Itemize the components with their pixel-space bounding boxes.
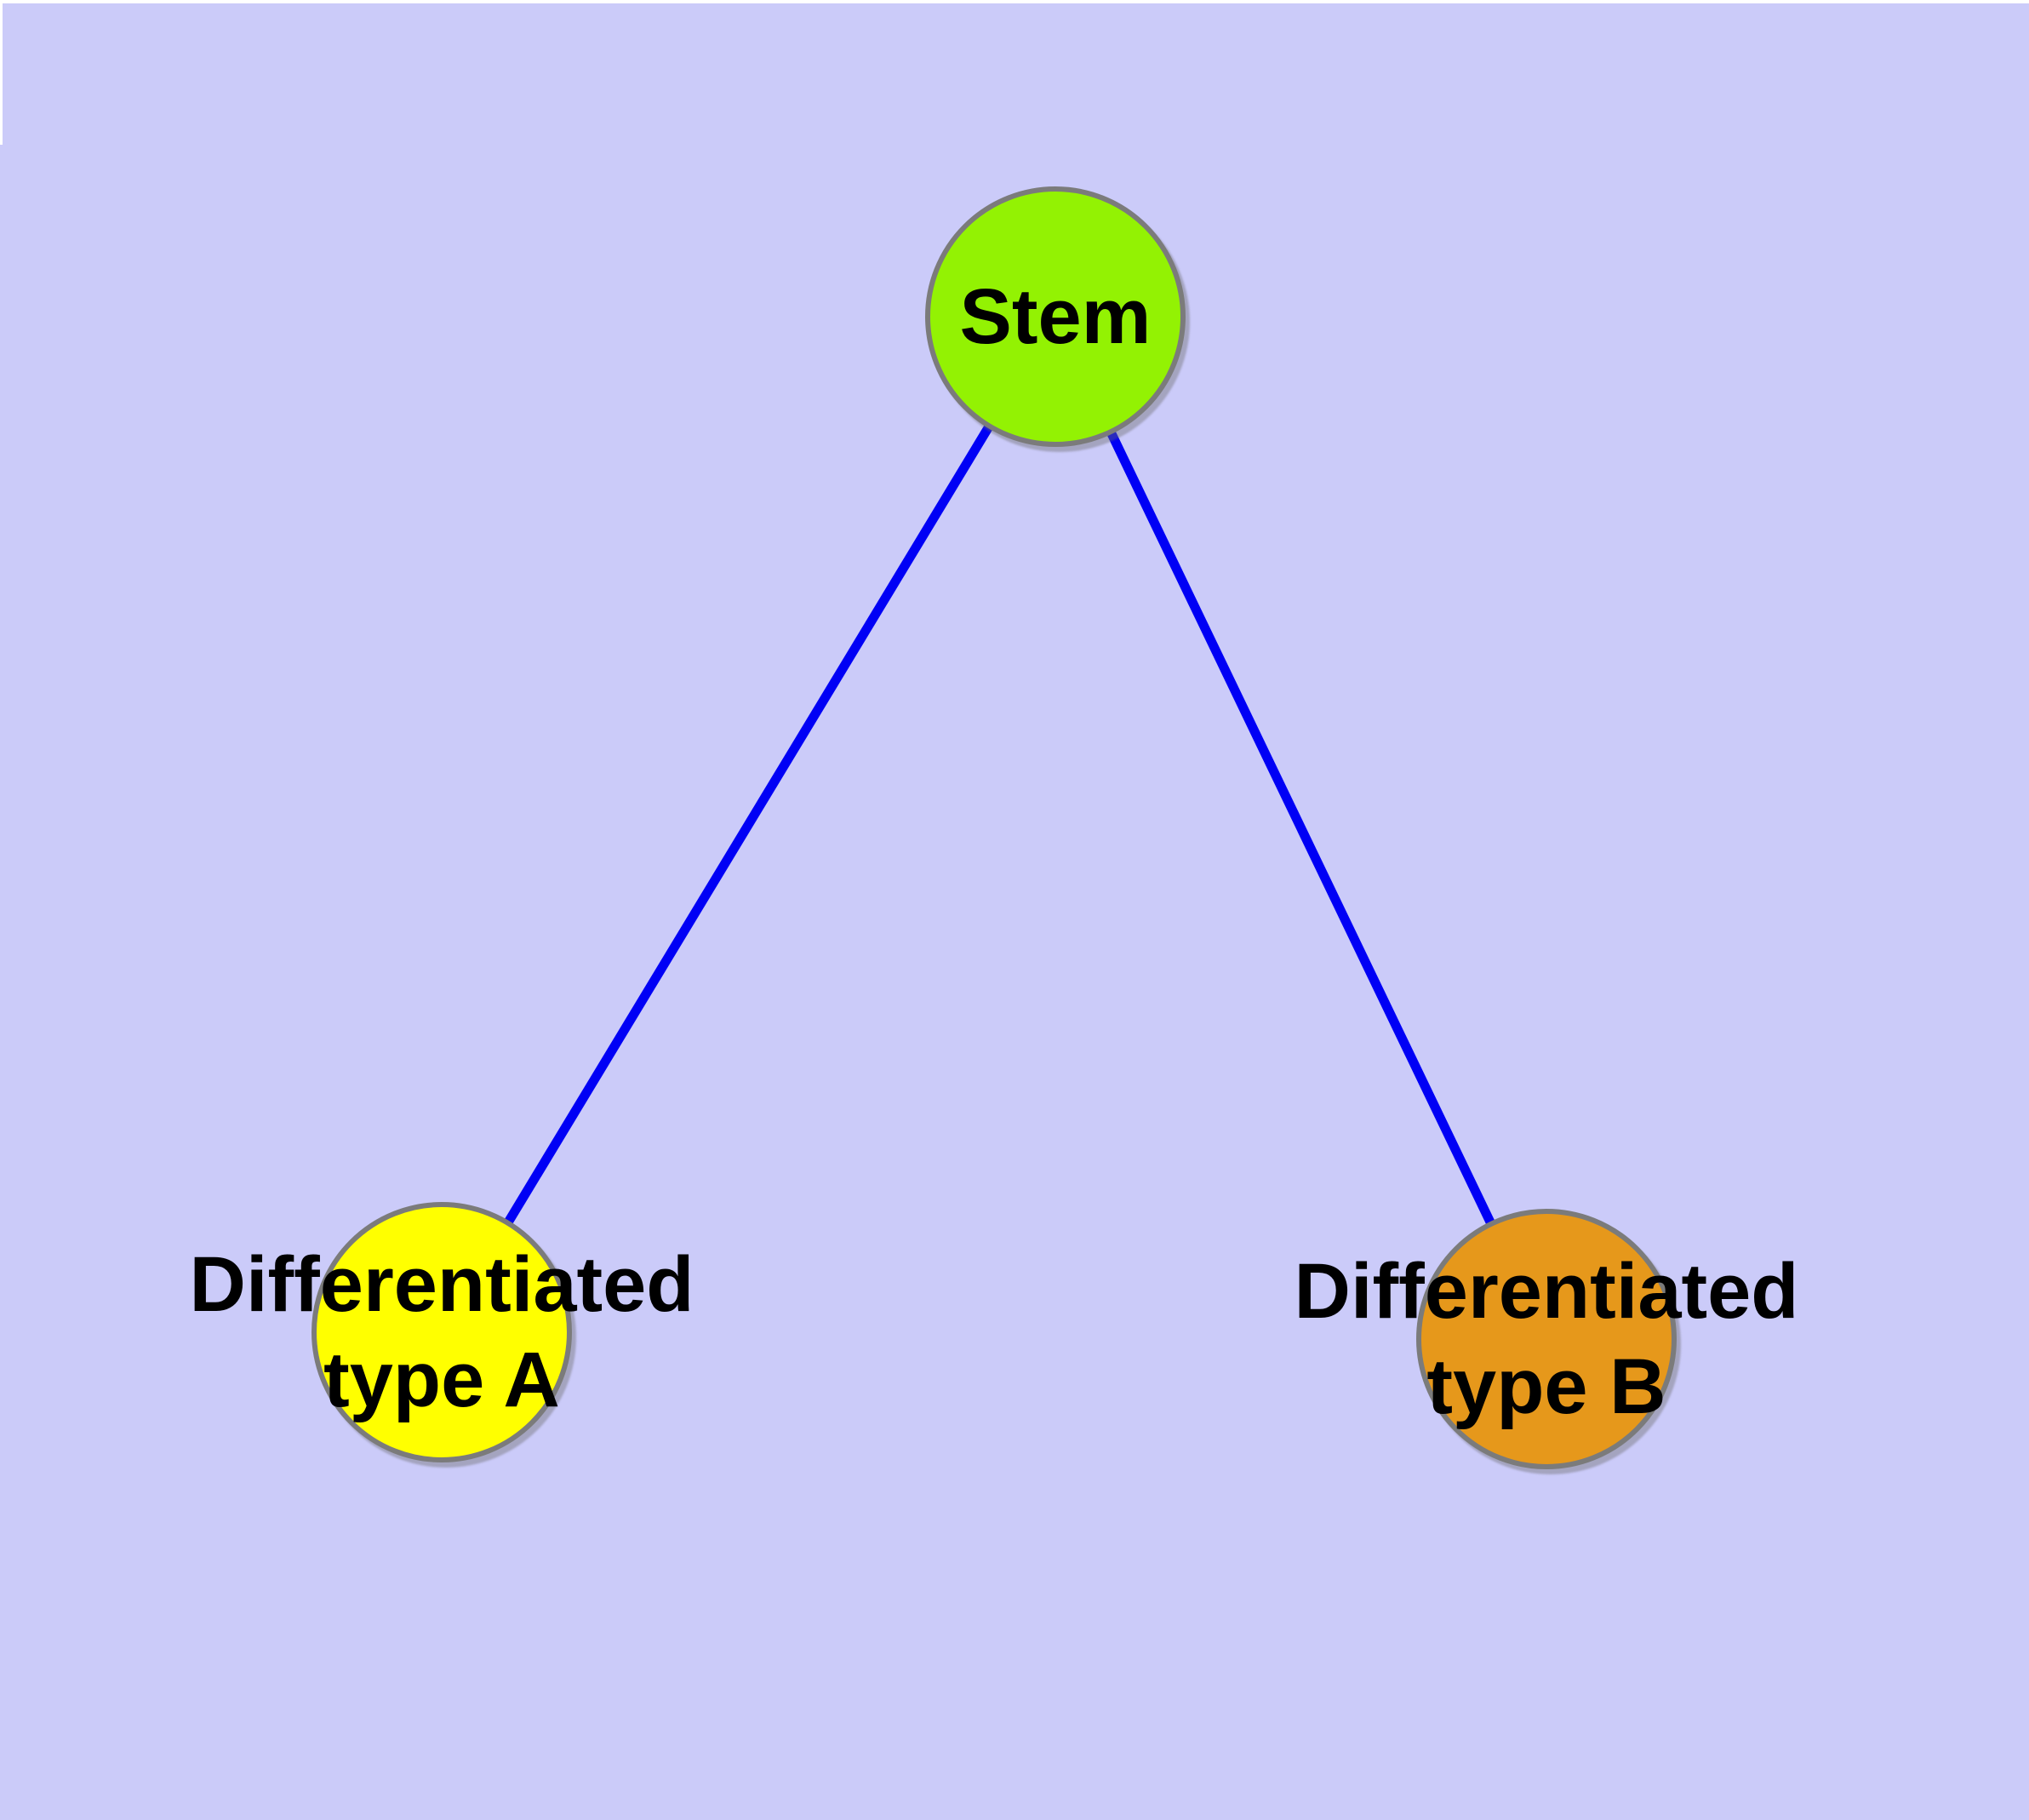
window-left-edge xyxy=(0,0,3,145)
differentiated-type-b-circle[interactable] xyxy=(1416,1209,1677,1469)
edge-stem-typeB[interactable] xyxy=(1051,314,1551,1342)
window-top-edge xyxy=(0,0,2029,3)
edge-stem-typeA[interactable] xyxy=(437,314,1060,1335)
differentiated-type-a-circle[interactable] xyxy=(311,1202,572,1462)
stem-cell-circle[interactable] xyxy=(925,186,1186,447)
